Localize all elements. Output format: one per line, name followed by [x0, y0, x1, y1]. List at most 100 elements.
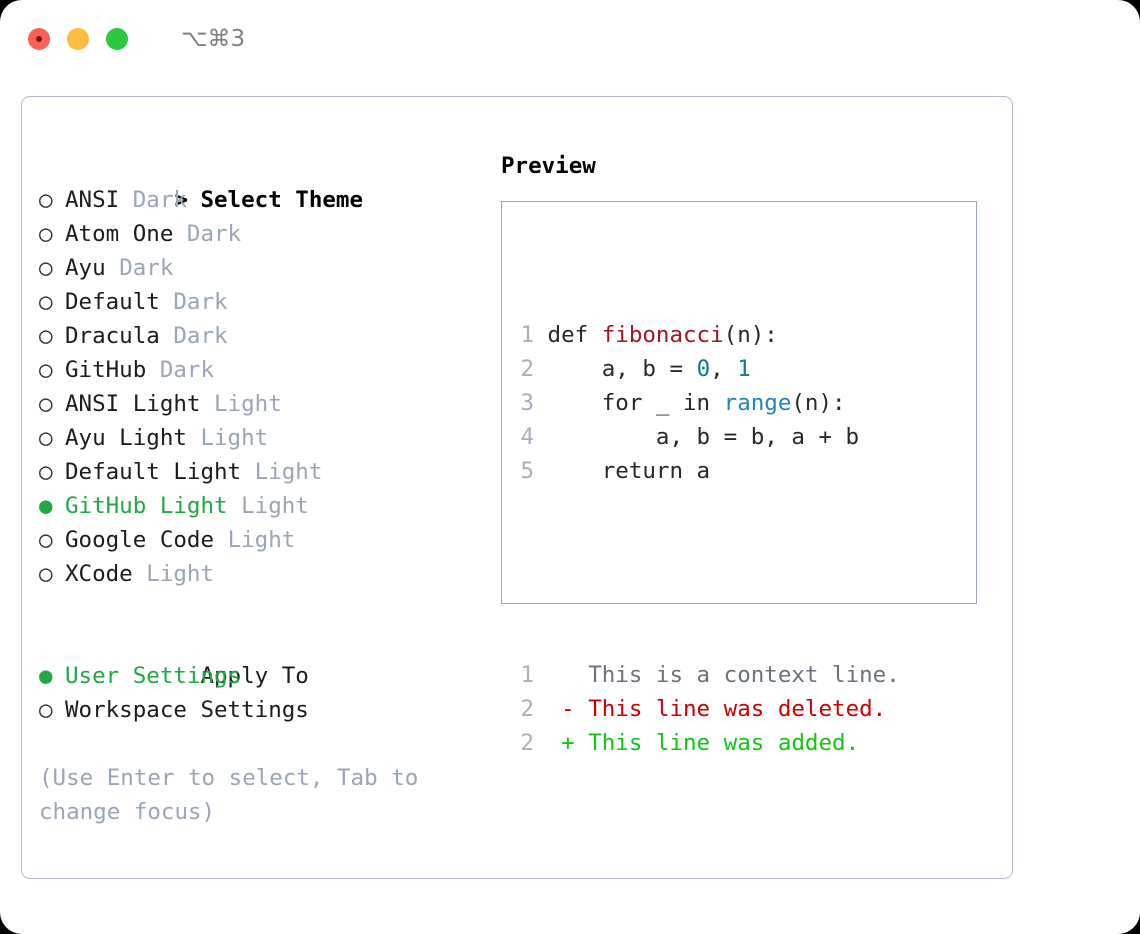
- radio-unselected-icon[interactable]: ○: [39, 187, 53, 213]
- theme-variant-label: Dark: [173, 289, 228, 315]
- keyboard-shortcut-label: ⌥⌘3: [181, 25, 246, 52]
- code-token-plain: a, b =: [547, 356, 697, 382]
- theme-option-google-code[interactable]: ○ Google Code Light: [39, 523, 479, 557]
- code-token-plain: ,: [710, 356, 738, 382]
- radio-unselected-icon[interactable]: ○: [39, 255, 53, 281]
- radio-unselected-icon[interactable]: ○: [39, 561, 53, 587]
- theme-option-ansi-light[interactable]: ○ANSI Light Light: [39, 387, 479, 421]
- code-line: 1 def fibonacci(n):: [518, 318, 900, 352]
- theme-option-atom-one[interactable]: ○ Atom One Dark: [39, 217, 479, 251]
- apply-to-option-user-settings[interactable]: ● User Settings: [39, 659, 479, 693]
- apply-to-option-label: User Settings: [65, 663, 242, 689]
- zoom-button[interactable]: [106, 28, 128, 50]
- code-token-num: 1: [737, 356, 751, 382]
- diff-sign: -: [561, 696, 575, 722]
- code-line-number: 5: [520, 458, 534, 484]
- diff-line-number: 2: [520, 696, 534, 722]
- theme-option-ayu[interactable]: ○Ayu Dark: [39, 251, 479, 285]
- theme-option-label: ANSI Light: [65, 391, 201, 417]
- diff-sign: [561, 662, 575, 688]
- diff-line-text: This line was deleted.: [588, 696, 887, 722]
- code-token-plain: (n):: [791, 390, 846, 416]
- theme-variant-label: Light: [254, 459, 323, 485]
- theme-list-column: > Select Theme ○ ANSI Dark ○ Atom One Dark ○ A…: [39, 149, 479, 829]
- preview-title: Preview: [501, 153, 596, 179]
- theme-option-label: Default: [65, 289, 160, 315]
- theme-option-ayu-light[interactable]: ○ Ayu Light Light: [39, 421, 479, 455]
- radio-unselected-icon[interactable]: ○: [39, 425, 53, 451]
- theme-option-default[interactable]: ○ Default Dark: [39, 285, 479, 319]
- code-line-number: 1: [520, 322, 534, 348]
- theme-option-ansi[interactable]: ○ ANSI Dark: [39, 183, 479, 217]
- theme-option-github-light[interactable]: ●GitHub Light Light: [39, 489, 479, 523]
- diff-line-text: This line was added.: [588, 730, 860, 756]
- prompt-caret-icon: >: [174, 187, 189, 213]
- apply-to-label: Apply To: [200, 663, 309, 689]
- theme-option-xcode[interactable]: ○ XCode Light: [39, 557, 479, 591]
- code-line-number: 4: [520, 424, 534, 450]
- theme-picker-panel: > Select Theme ○ ANSI Dark ○ Atom One Dark ○ A…: [21, 96, 1013, 879]
- preview-column: Preview 1 def fibonacci(n):2 a, b = 0, 1…: [501, 149, 991, 756]
- theme-option-label: XCode: [65, 561, 133, 587]
- theme-option-label: Google Code: [65, 527, 215, 553]
- radio-unselected-icon[interactable]: ○: [39, 323, 53, 349]
- radio-unselected-icon[interactable]: ○: [39, 459, 53, 485]
- code-token-fn: fibonacci: [601, 322, 724, 348]
- code-token-plain: a, b = b, a + b: [547, 424, 860, 450]
- radio-unselected-icon[interactable]: ○: [39, 357, 53, 383]
- theme-variant-label: Light: [200, 425, 269, 451]
- code-token-plain: for _ in: [547, 390, 724, 416]
- theme-option-label: Default Light: [65, 459, 242, 485]
- keyboard-hint-text: (Use Enter to select, Tab to change focu…: [39, 765, 432, 825]
- theme-option-label: Dracula: [65, 323, 160, 349]
- theme-variant-label: Light: [227, 527, 296, 553]
- apply-to-option-workspace-settings[interactable]: ○Workspace Settings: [39, 693, 479, 727]
- theme-option-label: Ayu: [65, 255, 106, 281]
- theme-option-list: ○ ANSI Dark ○ Atom One Dark ○ Ayu Dark ○ Defaul…: [39, 183, 479, 591]
- radio-selected-icon[interactable]: ●: [39, 663, 53, 689]
- diff-line-text: This is a context line.: [588, 662, 900, 688]
- radio-unselected-icon[interactable]: ○: [39, 697, 53, 723]
- code-line-number: 2: [520, 356, 534, 382]
- select-theme-header-label: Select Theme: [200, 187, 364, 213]
- radio-selected-icon[interactable]: ●: [39, 493, 53, 519]
- minimize-button[interactable]: [67, 28, 89, 50]
- theme-option-label: Atom One: [65, 221, 174, 247]
- radio-unselected-icon[interactable]: ○: [39, 527, 53, 553]
- section-spacer: [39, 591, 479, 625]
- theme-option-label: ANSI: [65, 187, 120, 213]
- apply-to-header: Apply To: [39, 625, 479, 689]
- code-token-num: 0: [696, 356, 711, 382]
- radio-unselected-icon[interactable]: ○: [39, 391, 53, 417]
- theme-option-github[interactable]: ○ GitHub Dark: [39, 353, 479, 387]
- code-token-plain: return a: [547, 458, 711, 484]
- diff-sign: +: [561, 730, 575, 756]
- theme-option-label: GitHub: [65, 357, 147, 383]
- radio-unselected-icon[interactable]: ○: [39, 221, 53, 247]
- diff-sample: 1 This is a context line.2 - This line w…: [518, 658, 900, 760]
- theme-option-label: Ayu Light: [65, 425, 187, 451]
- close-button[interactable]: [28, 28, 50, 50]
- code-token-plain: def: [547, 322, 602, 348]
- diff-line-context: 1 This is a context line.: [518, 658, 900, 692]
- code-token-plain: (n):: [723, 322, 778, 348]
- theme-option-default-light[interactable]: ○ Default Light Light: [39, 455, 479, 489]
- theme-variant-label: Dark: [186, 221, 242, 247]
- window-controls: [28, 28, 128, 50]
- diff-line-number: 2: [520, 730, 534, 756]
- code-line: 5 return a: [518, 454, 900, 488]
- code-line: 4 a, b = b, a + b: [518, 420, 900, 454]
- code-line-number: 3: [520, 390, 534, 416]
- theme-variant-label: Light: [241, 493, 309, 519]
- radio-unselected-icon[interactable]: ○: [39, 289, 53, 315]
- theme-option-dracula[interactable]: ○Dracula Dark: [39, 319, 479, 353]
- code-token-builtin: range: [723, 390, 792, 416]
- theme-variant-label: Dark: [159, 357, 215, 383]
- theme-variant-label: Light: [146, 561, 215, 587]
- theme-variant-label: Dark: [132, 187, 187, 213]
- diff-line-deleted: 2 - This line was deleted.: [518, 692, 900, 726]
- diff-line-number: 1: [520, 662, 534, 688]
